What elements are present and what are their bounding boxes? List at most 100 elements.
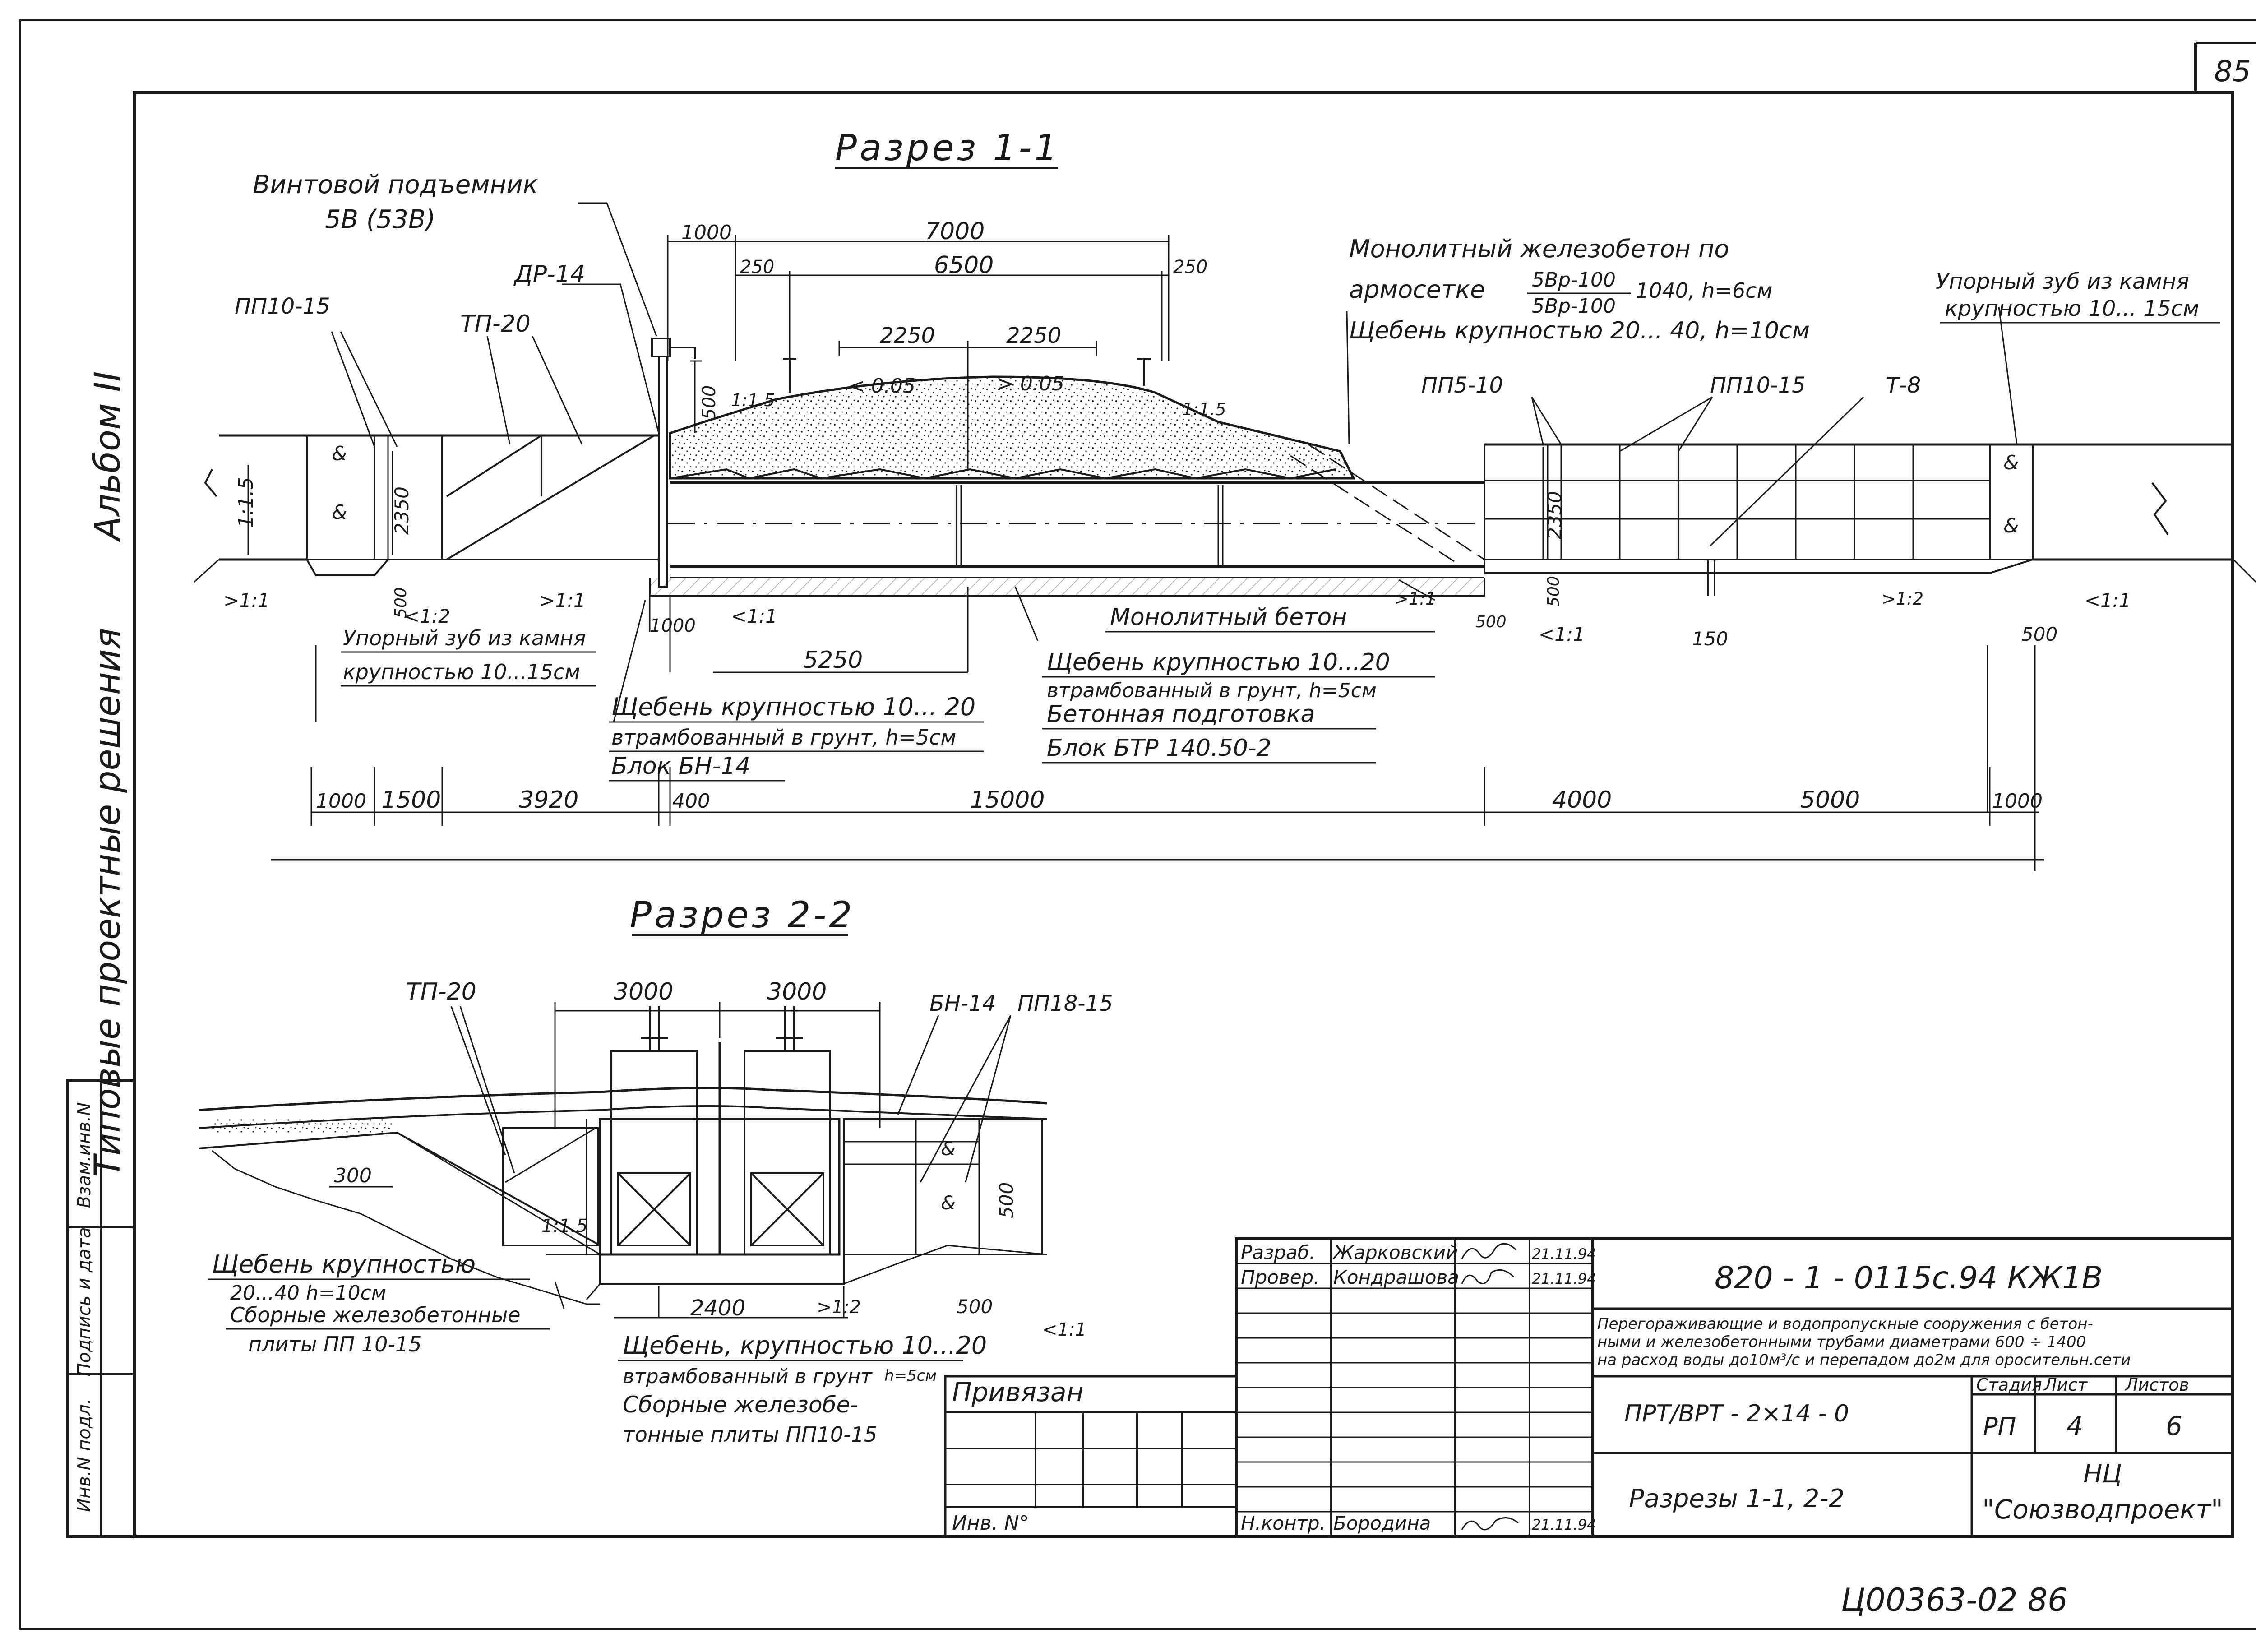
gravel-mid-1: Щебень крупностью 10...20 <box>1047 649 1390 676</box>
slope-a: >1:1 <box>223 589 270 611</box>
s2-gravel-b2h: h=5см <box>884 1367 937 1385</box>
dim-1000-top: 1000 <box>681 221 732 244</box>
dim-500-c: 500 <box>1475 613 1507 631</box>
tp20-label-s1: ТП-20 <box>460 310 531 338</box>
stop-right-1: Упорный зуб из камня <box>1936 269 2189 294</box>
dim-500-b: 500 <box>1544 576 1563 607</box>
gravel-left-3: Блок БН-14 <box>611 753 750 780</box>
slope-c: >1:1 <box>539 589 586 611</box>
gravel-left-1: Щебень крупностью 10... 20 <box>611 693 975 721</box>
slope-d: <1:1 <box>731 605 777 627</box>
dr14-label: ДР-14 <box>513 261 585 288</box>
stamp-inv-orig: Инв.N подл. <box>74 1398 95 1512</box>
dim-6500: 6500 <box>934 252 994 279</box>
dim-5250: 5250 <box>803 647 863 674</box>
pp1015-right-label: ПП10-15 <box>1710 373 1806 398</box>
dim-500-a: 500 <box>392 587 410 618</box>
monolith-concrete-label: Монолитный бетон <box>1110 604 1347 631</box>
s2-gravel-b2: втрамбованный в грунт <box>623 1365 873 1388</box>
chain-4000: 4000 <box>1552 787 1612 814</box>
gravel-mid-3: Бетонная подготовка <box>1047 701 1315 728</box>
dim-150: 150 <box>1692 628 1728 650</box>
embankment-fill <box>669 375 1356 480</box>
stop-right-2: крупностью 10... 15см <box>1945 296 2199 321</box>
stage-header: Стадия <box>1976 1375 2042 1395</box>
gravel-left-2: втрамбованный в грунт, h=5см <box>611 725 956 750</box>
gravel-top-label: Щебень крупностью 20... 40, h=10см <box>1349 317 1810 344</box>
page-number-box: 85 <box>2194 42 2256 93</box>
section-2-title: Разрез 2-2 <box>630 894 855 936</box>
dim-500-d: 500 <box>2021 623 2057 645</box>
inlet-slab-blocks: & & <box>306 435 443 560</box>
gate-structure <box>586 1006 845 1256</box>
chain-1000-right: 1000 <box>1992 790 2043 813</box>
slope-h: <1:1 <box>2085 589 2131 611</box>
mesh-tail: 1040, h=6см <box>1636 278 1772 303</box>
dim-500-s2-b: 500 <box>957 1296 993 1318</box>
gravel-mid-2: втрамбованный в грунт, h=5см <box>1047 679 1377 702</box>
chain-15000: 15000 <box>970 787 1045 814</box>
dims-top <box>392 235 1544 673</box>
s2-gravel-b4: тонные плиты ПП10-15 <box>623 1422 877 1447</box>
section-1-leaders <box>315 202 2018 722</box>
slope-g: >1:2 <box>1882 589 1923 609</box>
svg-text:&: & <box>332 442 347 465</box>
role-checker: Провер. <box>1241 1266 1320 1288</box>
chain-1000-left: 1000 <box>316 790 366 813</box>
slope-top-left: 1:1.5 <box>731 390 775 410</box>
pp1015-left-label: ПП10-15 <box>235 294 330 319</box>
bottom-code: Ц00363-02 86 <box>1841 1582 2068 1619</box>
series-title: Типовые проектные решения <box>88 628 128 1177</box>
svg-text:&: & <box>332 501 347 524</box>
role-developer: Разраб. <box>1241 1241 1315 1263</box>
bn14-label: БН-14 <box>929 991 996 1016</box>
chain-3920: 3920 <box>519 787 578 814</box>
tp20-wing-wall <box>441 435 660 560</box>
slope-s2-11: <1:1 <box>1042 1319 1086 1340</box>
org-line-1: НЦ <box>2083 1459 2122 1489</box>
dim-500-s2-a: 500 <box>995 1182 1017 1218</box>
album-label: Альбом II <box>88 371 128 543</box>
stop-left-1: Упорный зуб из камня <box>343 626 586 650</box>
dim-2250-right: 2250 <box>1006 323 1061 348</box>
monolith-label-2: армосетке <box>1349 275 1485 304</box>
chain-1500: 1500 <box>381 787 441 814</box>
chain-5000: 5000 <box>1800 787 1860 814</box>
lift-label: Винтовой подъемник <box>253 170 538 199</box>
slope-top-right: 1:1.5 <box>1182 399 1226 419</box>
dim-300: 300 <box>334 1164 372 1187</box>
outer-frame <box>19 19 2256 1630</box>
dim-2400: 2400 <box>690 1296 745 1321</box>
s2-gravel-b1: Щебень, крупностью 10...20 <box>623 1331 987 1360</box>
dim-7000: 7000 <box>925 218 985 245</box>
outlet-slab-grid: & & <box>1484 444 2034 596</box>
name-control: Бородина <box>1333 1512 1431 1534</box>
slope-b: <1:2 <box>404 605 450 627</box>
page-number: 85 <box>2214 55 2251 88</box>
date-checker: 21.11.94 <box>1532 1270 1596 1287</box>
pp1815-label: ПП18-15 <box>1017 991 1113 1016</box>
s2-gravel-l4: плиты ПП 10-15 <box>248 1332 422 1356</box>
date-developer: 21.11.94 <box>1532 1245 1596 1263</box>
sheet-header: Лист <box>2043 1375 2088 1395</box>
sheet-value: 4 <box>2066 1411 2083 1441</box>
stamp-replace-inv: Взам.инв.N <box>74 1102 95 1208</box>
s2-gravel-b3: Сборные железобе- <box>623 1392 858 1418</box>
dim-250-right: 250 <box>1173 257 1207 278</box>
s2-gravel-l2: 20...40 h=10см <box>230 1282 386 1305</box>
drawing-name: Разрезы 1-1, 2-2 <box>1629 1484 1845 1513</box>
section-2-2: Разрез 2-2 & & <box>198 894 1113 1447</box>
sheets-header: Листов <box>2124 1375 2189 1395</box>
structure-code: ПРТ/ВРТ - 2×14 - 0 <box>1624 1400 1849 1427</box>
mesh-top: 5Вр-100 <box>1532 268 1616 292</box>
s2-gravel-l1: Щебень крупностью <box>212 1250 476 1278</box>
dim-2350-left: 2350 <box>391 486 413 535</box>
t8-label: Т-8 <box>1886 373 1921 398</box>
dim-250-left: 250 <box>740 257 774 278</box>
doc-code: 820 - 1 - 0115с.94 КЖ1В <box>1715 1260 2103 1296</box>
dims-bottom-chain <box>271 645 2044 871</box>
role-control: Н.контр. <box>1241 1512 1326 1534</box>
slope-e: >1:1 <box>1394 589 1436 609</box>
name-developer: Жарковский <box>1332 1241 1458 1263</box>
